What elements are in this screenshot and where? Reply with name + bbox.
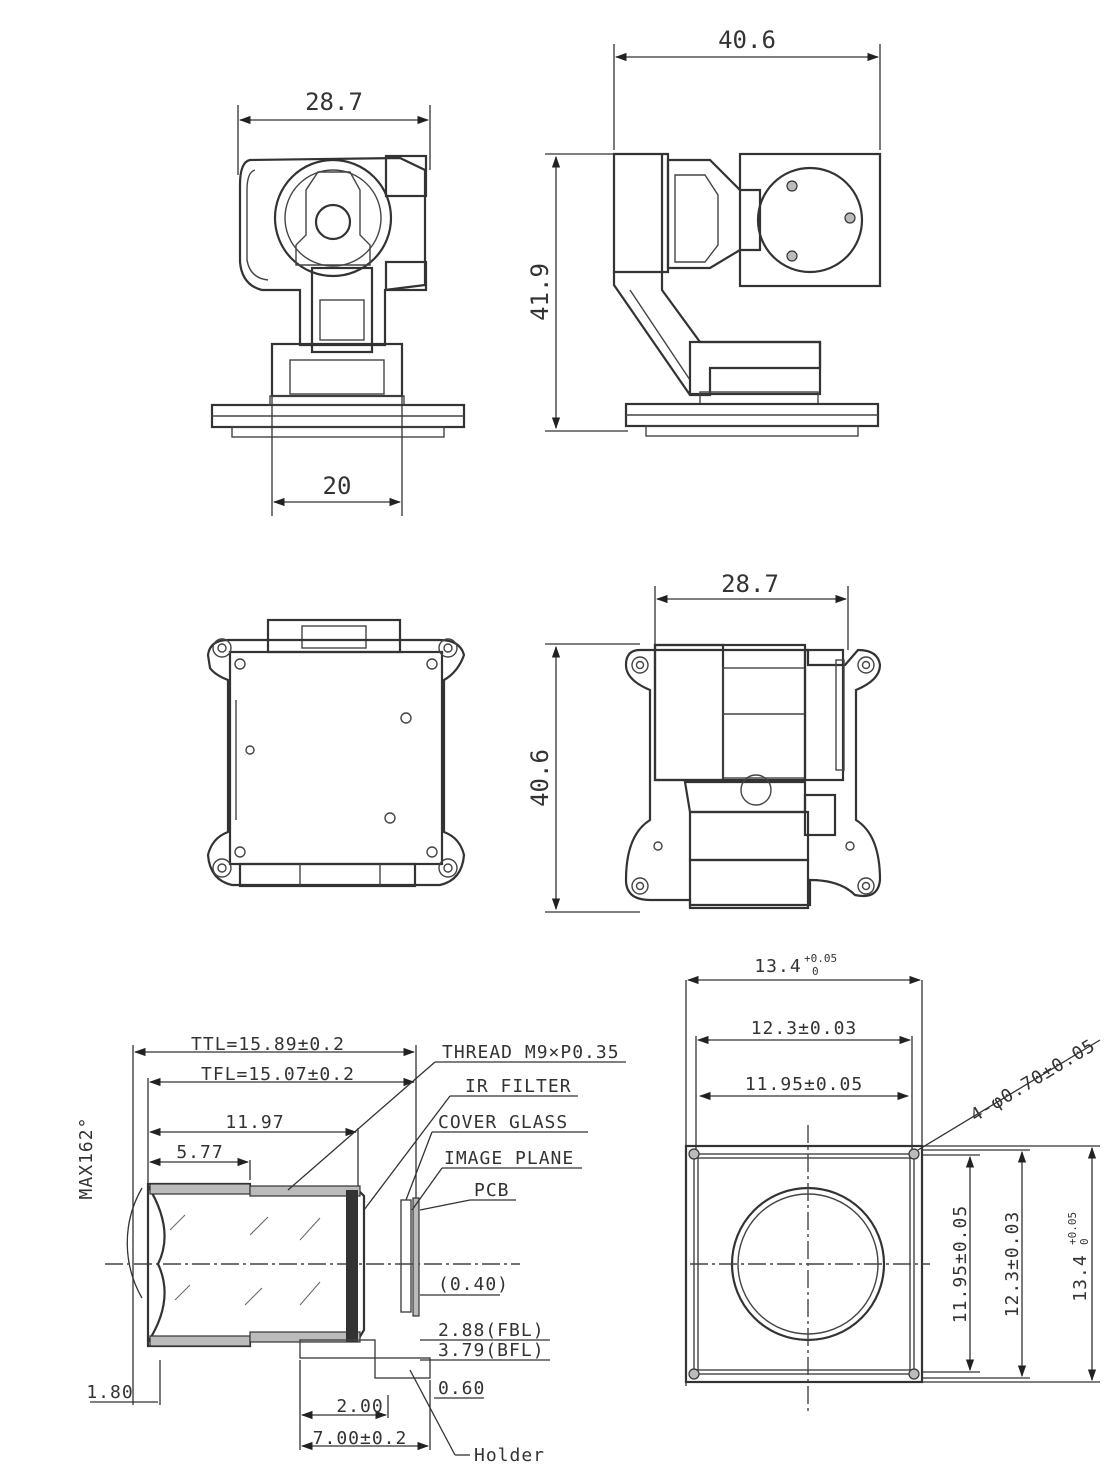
front-view: 28.7 20 <box>210 88 466 516</box>
w123-label: 12.3±0.03 <box>751 1018 858 1039</box>
w1195-label: 11.95±0.05 <box>745 1074 863 1095</box>
tfl-label: TFL=15.07±0.2 <box>201 1064 355 1085</box>
ttl-label: TTL=15.89±0.2 <box>191 1034 345 1055</box>
side-view: 40.6 41.9 <box>526 26 882 437</box>
holder-label: Holder <box>474 1445 545 1466</box>
front-base-label: 20 <box>323 472 352 500</box>
fbl-label: 2.88(FBL) <box>438 1320 545 1341</box>
w134-tol-plus: +0.05 <box>804 952 837 965</box>
callout-cover-glass: COVER GLASS <box>438 1112 568 1133</box>
d200-label: 2.00 <box>336 1396 383 1417</box>
top-view: 28.7 40.6 <box>526 570 882 913</box>
d180-label: 1.80 <box>86 1382 133 1403</box>
top-width-label: 28.7 <box>721 570 779 598</box>
w134-label: 13.4 <box>754 956 801 977</box>
callout-pcb: PCB <box>474 1180 510 1201</box>
h134-tol-zero: 0 <box>1078 1238 1091 1245</box>
h1195-label: 11.95±0.05 <box>950 1205 971 1323</box>
bfl-label: 3.79(BFL) <box>438 1340 545 1361</box>
h134-tol-plus: +0.05 <box>1066 1212 1079 1245</box>
d700-label: 7.00±0.2 <box>313 1428 408 1449</box>
top-height-label: 40.6 <box>526 749 554 807</box>
lens-section: TTL=15.89±0.2 TFL=15.07±0.2 11.97 5.77 M… <box>76 1034 626 1466</box>
h134-label: 13.4 <box>1070 1254 1091 1301</box>
callout-thread: THREAD M9×P0.35 <box>442 1042 620 1063</box>
callout-image-plane: IMAGE PLANE <box>444 1148 574 1169</box>
h123-label: 12.3±0.03 <box>1002 1211 1023 1318</box>
callout-ir-filter: IR FILTER <box>465 1076 572 1097</box>
d577-label: 5.77 <box>176 1142 223 1163</box>
d1197-label: 11.97 <box>225 1112 284 1133</box>
bottom-view <box>206 618 466 888</box>
w134-tol-zero: 0 <box>812 965 819 978</box>
side-height-label: 41.9 <box>526 263 554 321</box>
d040-label: (0.40) <box>438 1274 509 1295</box>
d060-label: 0.60 <box>438 1378 485 1399</box>
fov-label: MAX162° <box>76 1117 97 1200</box>
sensor-view: 13.4 +0.05 0 12.3±0.03 11.95±0.05 4-φ0.7… <box>684 952 1101 1415</box>
holes-label: 4-φ0.70±0.05 <box>967 1035 1100 1126</box>
front-width-label: 28.7 <box>305 88 363 116</box>
side-width-label: 40.6 <box>718 26 776 54</box>
